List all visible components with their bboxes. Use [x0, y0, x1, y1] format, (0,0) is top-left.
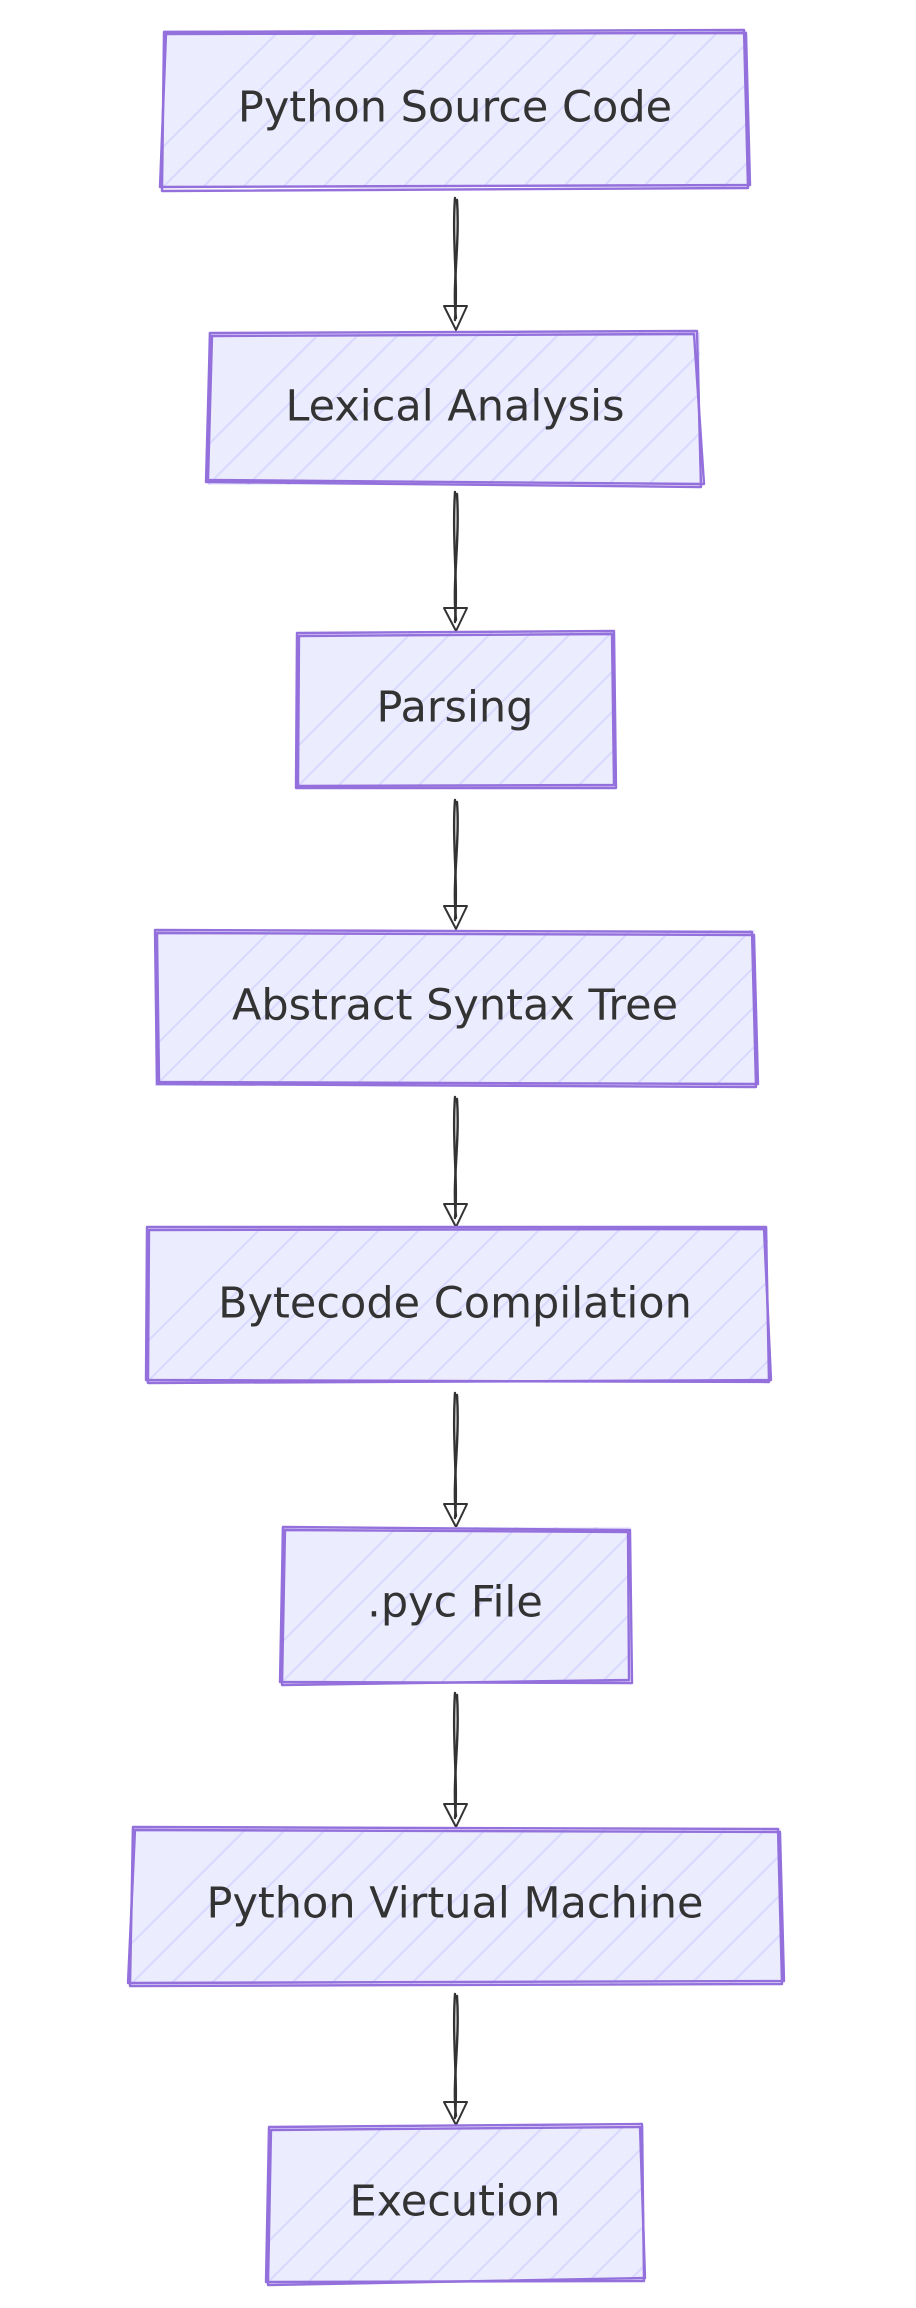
edge-arrowhead	[443, 1503, 468, 1528]
edge-arrowhead	[443, 905, 468, 930]
nodes-layer: Python Source Code Lexical Analysis Pars…	[126, 28, 786, 2287]
edges-layer	[443, 196, 468, 2126]
node-execution: Execution	[264, 2122, 647, 2287]
node-label: Abstract Syntax Tree	[232, 981, 678, 1031]
node-label: Execution	[349, 2177, 560, 2227]
edge-ast-to-bytecode	[443, 1095, 468, 1228]
node-python-source-code: Python Source Code	[158, 28, 752, 193]
node-label: Python Virtual Machine	[207, 1879, 704, 1929]
edge-source-to-lexical	[443, 196, 468, 331]
node-abstract-syntax-tree: Abstract Syntax Tree	[153, 928, 760, 1089]
edge-bytecode-to-pyc	[443, 1391, 468, 1528]
edge-arrowhead	[443, 607, 468, 632]
node-lexical-analysis: Lexical Analysis	[204, 329, 706, 489]
edge-lexical-to-parsing	[443, 490, 468, 632]
edge-pvm-to-execution	[443, 1992, 468, 2126]
edge-pyc-to-pvm	[443, 1691, 468, 1828]
node-label: Lexical Analysis	[285, 382, 624, 432]
node-label: .pyc File	[367, 1578, 543, 1628]
node-pyc-file: .pyc File	[278, 1525, 634, 1687]
node-python-virtual-machine: Python Virtual Machine	[126, 1825, 786, 1988]
node-label: Parsing	[377, 683, 534, 733]
edge-arrowhead	[443, 1803, 468, 1828]
edge-parsing-to-ast	[443, 798, 468, 930]
node-label: Bytecode Compilation	[218, 1279, 692, 1329]
edge-arrowhead	[443, 305, 468, 331]
node-bytecode-compilation: Bytecode Compilation	[144, 1225, 773, 1385]
node-parsing: Parsing	[294, 629, 618, 790]
edge-arrowhead	[443, 2101, 468, 2126]
edge-arrowhead	[443, 1203, 468, 1228]
node-label: Python Source Code	[238, 83, 672, 133]
